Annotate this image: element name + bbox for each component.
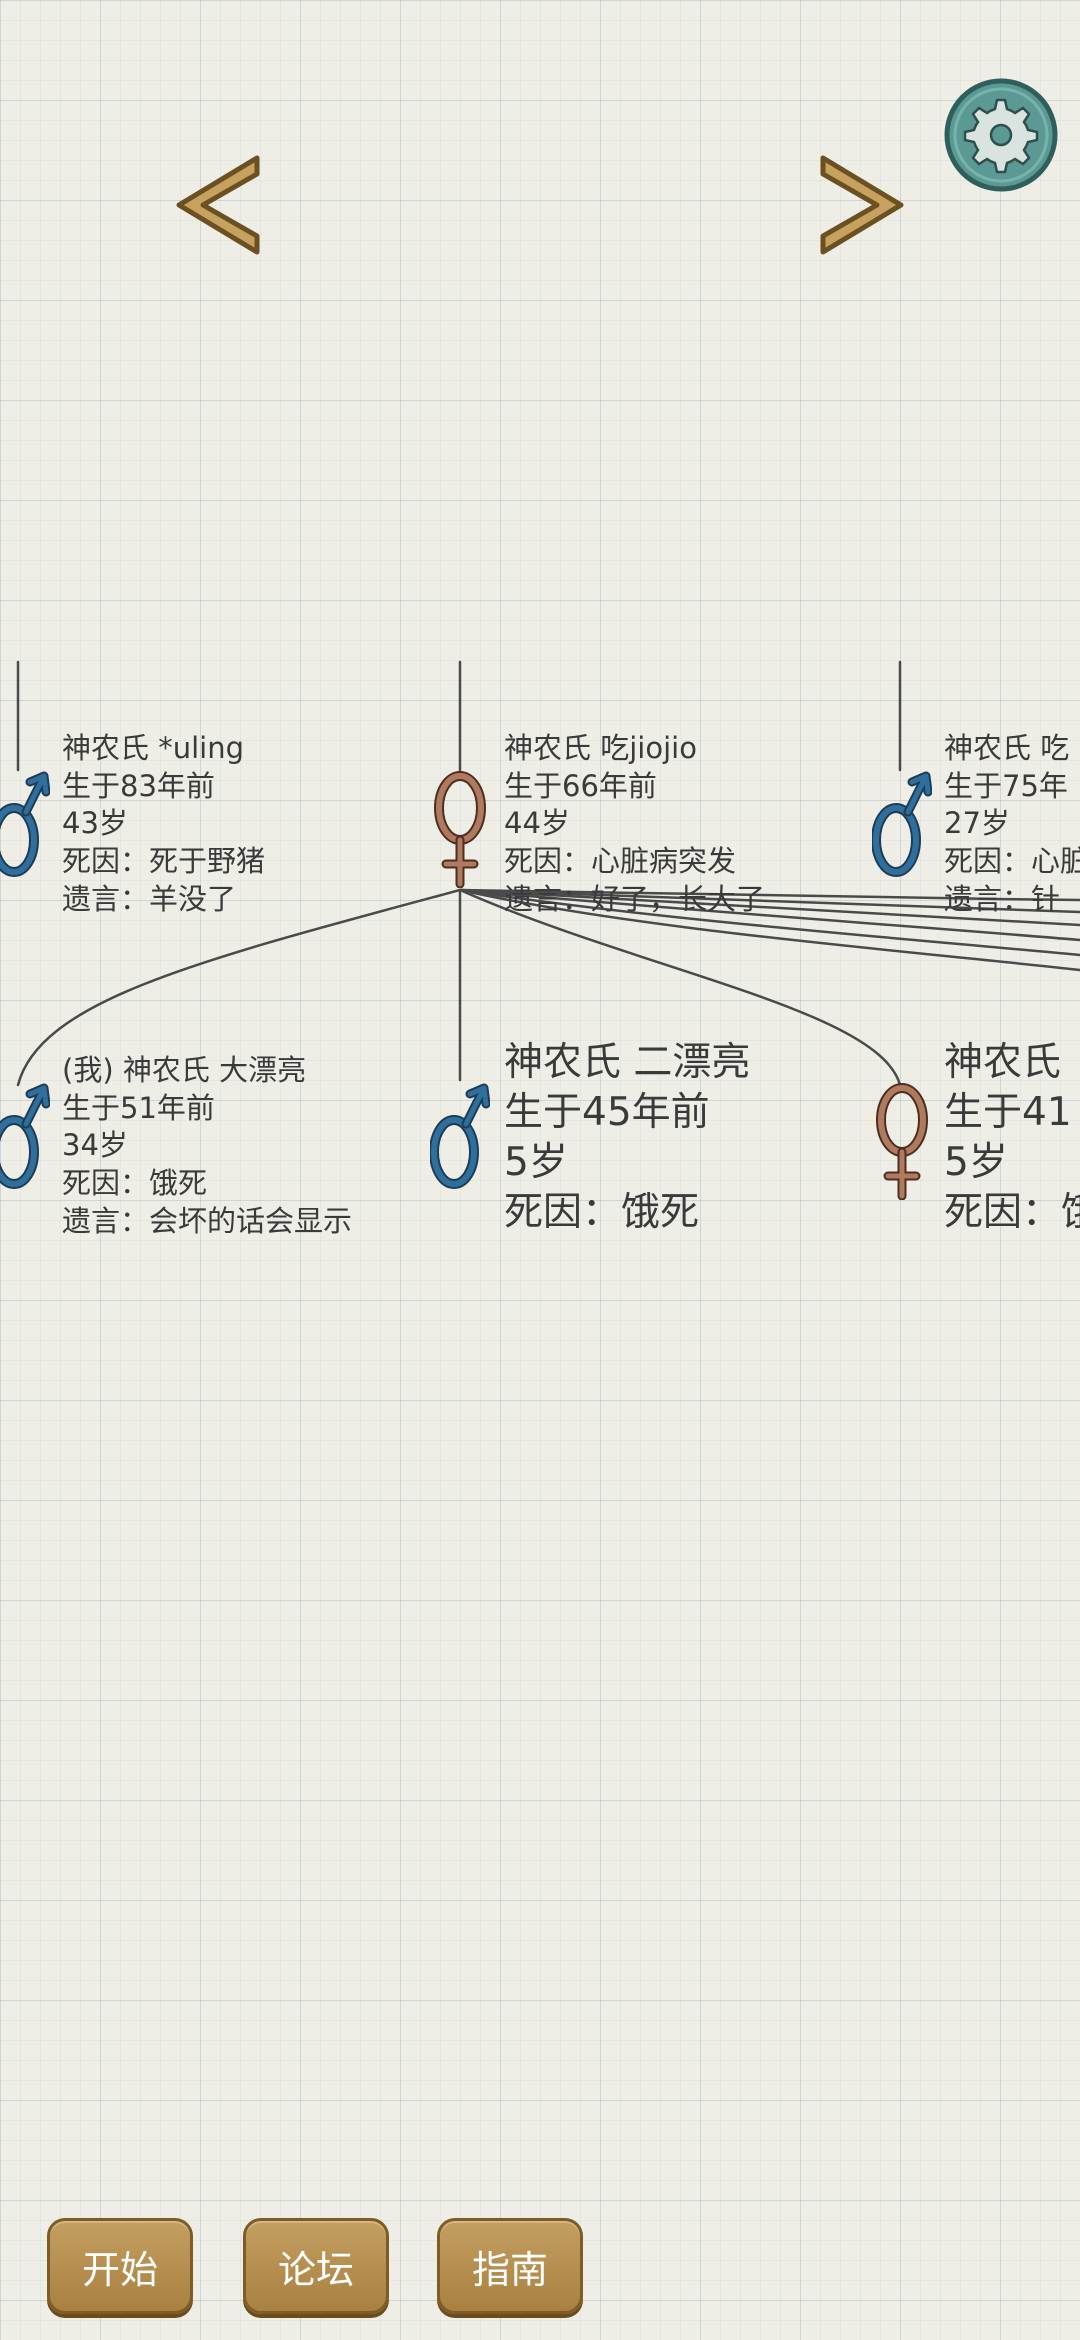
child-info-3: 神农氏 生于41 5岁 死因：饿 — [944, 1040, 1080, 1235]
start-button[interactable]: 开始 — [47, 2218, 193, 2314]
forum-button[interactable]: 论坛 — [243, 2218, 389, 2314]
parent-info-1: 神农氏 *uling 生于83年前 43岁 死因：死于野猪 遗言：羊没了 — [62, 731, 266, 916]
gear-icon[interactable] — [942, 76, 1060, 194]
parent-info-3: 神农氏 吃 生于75年 27岁 死因：心脏 遗言：针 — [944, 731, 1080, 916]
male-symbol-icon — [0, 771, 50, 877]
male-symbol-icon — [430, 1083, 490, 1189]
male-symbol-icon — [872, 771, 932, 877]
prev-arrow-icon[interactable] — [165, 150, 275, 260]
parent-info-2: 神农氏 吃jiojio 生于66年前 44岁 死因：心脏病突发 遗言：好了，长大… — [504, 731, 766, 916]
child-info-self: (我) 神农氏 大漂亮 生于51年前 34岁 死因：饿死 遗言：会坏的话会显示 — [62, 1053, 353, 1238]
male-symbol-icon — [0, 1083, 50, 1189]
female-symbol-icon — [876, 1083, 928, 1200]
next-arrow-icon[interactable] — [805, 150, 915, 260]
female-symbol-icon — [434, 771, 486, 888]
guide-button[interactable]: 指南 — [437, 2218, 583, 2314]
child-info-2: 神农氏 二漂亮 生于45年前 5岁 死因：饿死 — [504, 1040, 751, 1235]
